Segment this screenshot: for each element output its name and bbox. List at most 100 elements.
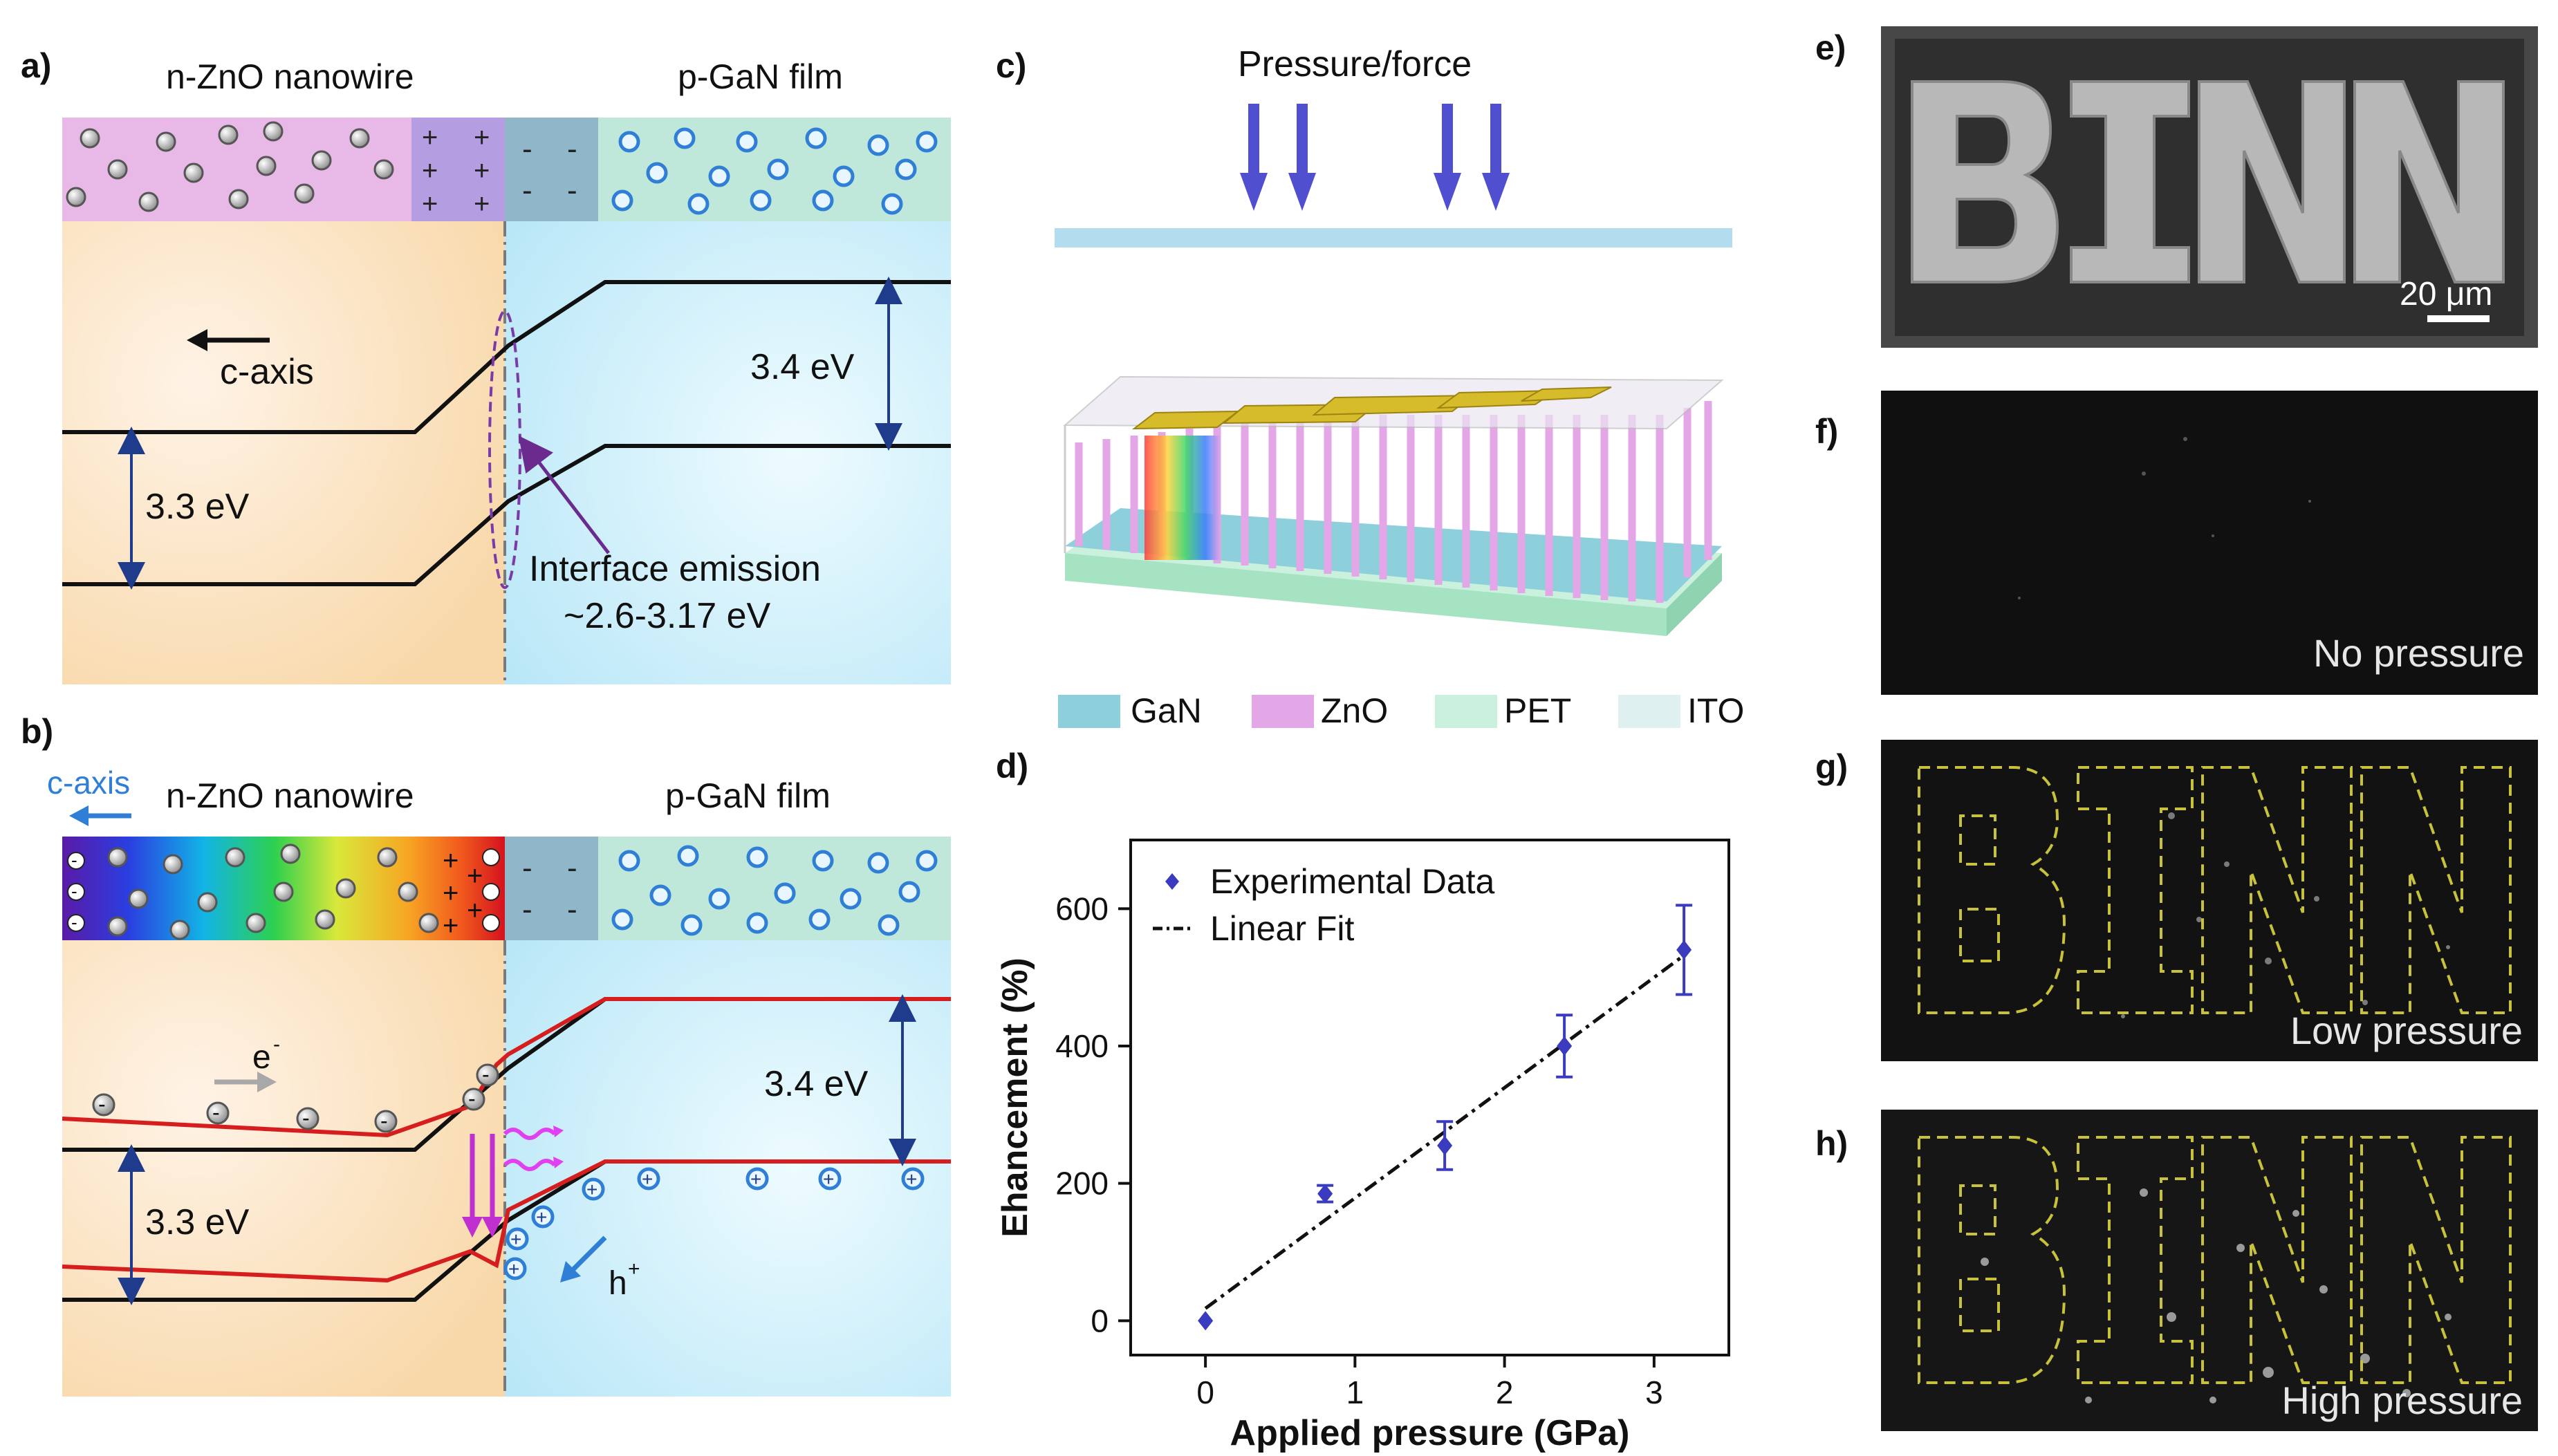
valence-band (62, 444, 951, 586)
panel-b-depletion-negative (505, 837, 598, 940)
panel-a-label: a) (21, 46, 51, 85)
zno-electrons (66, 121, 394, 212)
x-axis-label: Applied pressure (GPa) (1230, 1413, 1630, 1453)
depletion-negative (505, 118, 598, 221)
panel-c-label: c) (996, 46, 1026, 85)
positive-charges: ++ ++ ++ (422, 122, 490, 219)
legend-gan-swatch (1058, 695, 1120, 728)
svg-text:-: - (468, 1086, 476, 1111)
interface-arrow (518, 436, 610, 554)
panel-b-electrons (107, 843, 439, 940)
y-tick-label-1: 200 (1055, 1166, 1109, 1202)
panel-c: c) Pressure/force (996, 44, 1744, 730)
conduction-band (62, 280, 951, 434)
svg-text:+: + (750, 1168, 761, 1190)
legend-pet: PET (1504, 691, 1571, 730)
gan-holes (611, 127, 938, 215)
svg-text:+: + (422, 156, 438, 186)
legend-ito: ITO (1687, 691, 1744, 730)
panel-b-gan-title: p-GaN film (665, 776, 831, 815)
panel-a-zno-gap: 3.3 eV (145, 487, 250, 527)
negative-piezo-charges (67, 852, 85, 932)
sem-image: 20 μm (1881, 26, 2538, 348)
svg-text:+: + (906, 1168, 917, 1190)
svg-text:-: - (522, 893, 532, 926)
panel-d-label: d) (996, 747, 1028, 785)
electron-label: e (252, 1039, 271, 1076)
hole-sup: + (628, 1258, 640, 1280)
svg-text:+: + (422, 189, 438, 219)
svg-text:-: - (522, 174, 532, 207)
pressure-title: Pressure/force (1238, 44, 1472, 84)
sem-letters (1881, 26, 2538, 348)
caption-high-pressure: High pressure (2281, 1379, 2523, 1422)
svg-text:+: + (443, 846, 458, 876)
svg-text:-: - (567, 851, 577, 885)
svg-text:+: + (474, 122, 490, 153)
x-tick-label-3: 3 (1645, 1374, 1663, 1410)
pressure-arrows (1240, 104, 1510, 211)
panel-b-c-axis-label: c-axis (47, 765, 130, 801)
svg-text:+: + (510, 1229, 521, 1250)
electron-sup: - (273, 1033, 280, 1056)
caption-no-pressure: No pressure (2313, 631, 2524, 675)
plot-frame (1129, 839, 1730, 1356)
y-tick-label-2: 400 (1055, 1028, 1109, 1064)
panel-b-label: b) (21, 712, 53, 751)
legend-experimental-label: Experimental Data (1210, 862, 1494, 901)
el-image-high-pressure: High pressure (1881, 1110, 2538, 1431)
panel-b-zno-gap: 3.3 eV (145, 1202, 250, 1242)
panel-a-zno-title: n-ZnO nanowire (166, 57, 414, 96)
panel-f-label: f) (1815, 412, 1839, 451)
svg-text:-: - (71, 912, 77, 933)
zno-region (62, 221, 505, 684)
data-point-2 (1437, 1136, 1453, 1156)
panel-b-gan-holes (611, 845, 938, 936)
legend-experimental-marker (1165, 873, 1179, 890)
x-tick-label-0: 0 (1196, 1374, 1214, 1410)
interface-emission-label: Interface emission (529, 549, 821, 589)
panel-a-gan-gap: 3.4 eV (750, 347, 855, 387)
panel-a-gan-title: p-GaN film (678, 57, 843, 96)
film-slab (1055, 228, 1732, 248)
svg-text:+: + (443, 911, 458, 941)
svg-text:-: - (212, 1100, 220, 1125)
svg-text:+: + (422, 122, 438, 153)
svg-text:-: - (522, 132, 532, 166)
scale-bar (2427, 315, 2490, 322)
panel-h-label: h) (1815, 1124, 1848, 1163)
data-point-0 (1198, 1311, 1214, 1331)
data-point-1 (1317, 1184, 1333, 1204)
svg-text:+: + (642, 1168, 653, 1190)
svg-text:-: - (567, 893, 577, 926)
svg-text:+: + (474, 156, 490, 186)
data-point-3 (1557, 1036, 1573, 1056)
svg-text:-: - (567, 132, 577, 166)
device-3d (1063, 375, 1724, 636)
y-tick-label-3: 600 (1055, 890, 1109, 926)
hole-flow-arrow (568, 1235, 607, 1274)
svg-text:-: - (482, 1062, 490, 1087)
scale-bar-label: 20 μm (2400, 276, 2493, 312)
panel-b-zno-title: n-ZnO nanowire (166, 776, 414, 815)
svg-text:-: - (567, 174, 577, 207)
svg-text:+: + (823, 1168, 834, 1190)
legend-zno: ZnO (1321, 691, 1388, 730)
legend-zno-swatch (1252, 695, 1314, 728)
data-point-4 (1676, 940, 1692, 960)
panel-b-gan-gap: 3.4 eV (764, 1064, 869, 1104)
legend-ito-swatch (1618, 695, 1680, 728)
caption-low-pressure: Low pressure (2290, 1009, 2523, 1052)
y-axis-label: Ehancement (%) (995, 958, 1035, 1238)
photon-wave-1 (503, 1128, 557, 1140)
panel-b-zno-region (62, 940, 505, 1397)
x-tick-label-1: 1 (1346, 1374, 1364, 1410)
svg-text:+: + (467, 861, 483, 891)
panel-b-band-electrons (92, 1063, 499, 1133)
photon-wave-2 (503, 1159, 557, 1171)
el-image-low-pressure: Low pressure (1881, 740, 2538, 1061)
legend-fit-label: Linear Fit (1210, 909, 1355, 948)
svg-text:-: - (98, 1092, 106, 1117)
panel-b-band-holes (503, 1167, 925, 1280)
